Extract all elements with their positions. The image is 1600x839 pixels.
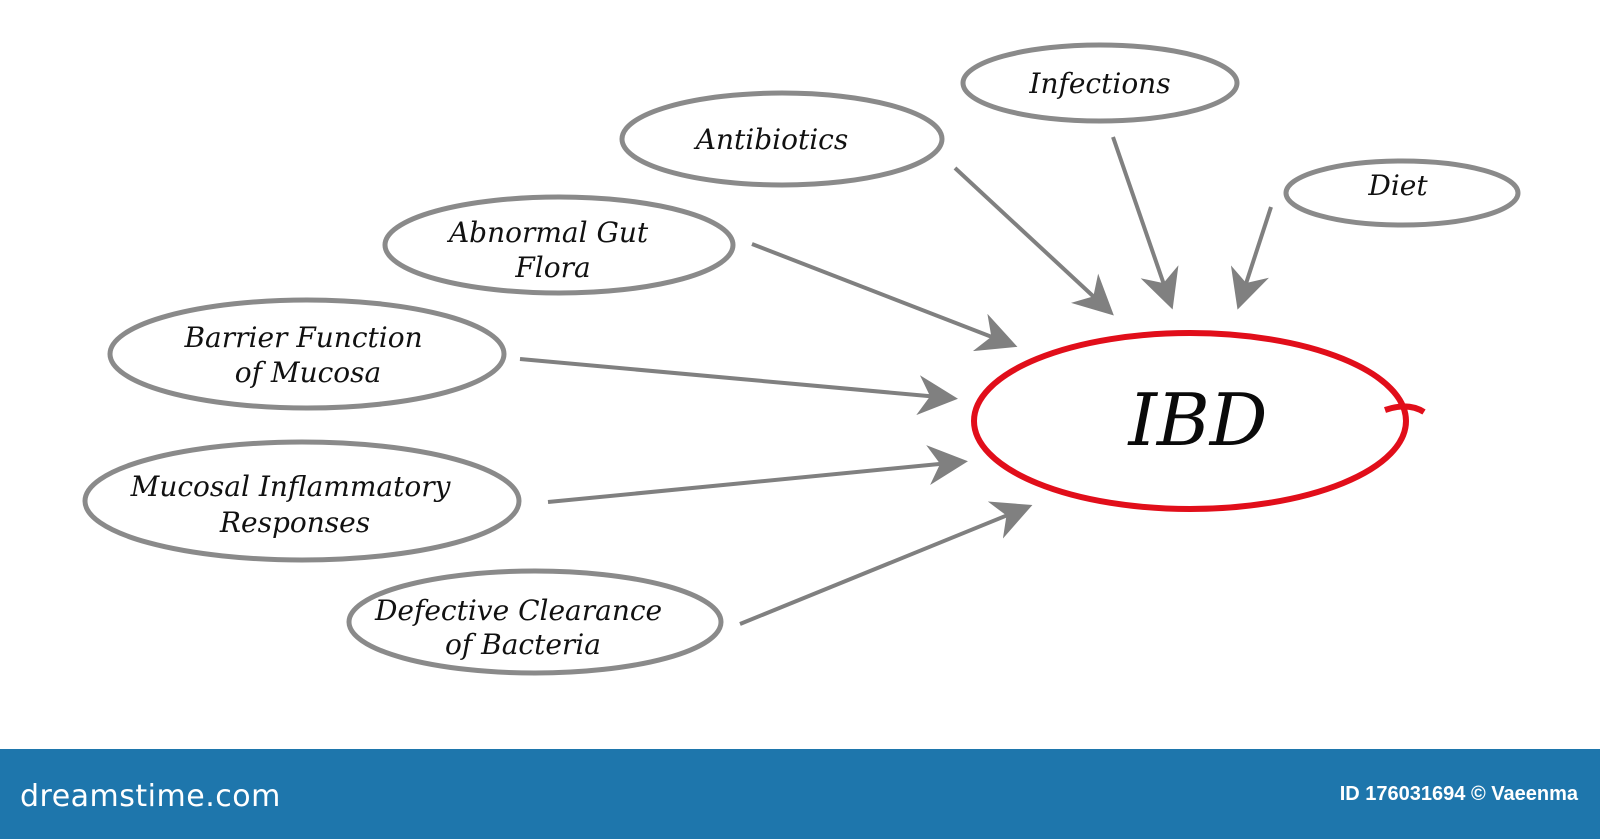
node-defective-clearance	[346, 568, 724, 676]
ibd-diagram: Infections Antibiotics Diet Abnormal Gut…	[82, 42, 1521, 676]
arrow-barrier-function	[519, 357, 958, 416]
ibd-center-label: IBD	[1126, 378, 1267, 462]
node-antibiotics	[619, 90, 945, 188]
arrow-infections	[1111, 136, 1179, 310]
arrow-defective-clearance	[739, 501, 1033, 626]
label-defective-clearance: Defective Clearance of Bacteria	[374, 594, 671, 661]
cause-nodes	[82, 42, 1521, 676]
arrow-mucosal-inflammatory	[547, 445, 968, 504]
footer-bar: dreamstime.com ID 176031694 © Vaeenma	[0, 749, 1600, 839]
node-abnormal-gut-flora	[382, 194, 736, 296]
arrows	[519, 136, 1273, 626]
arrow-abnormal-gut-flora	[751, 242, 1018, 352]
label-diet: Diet	[1367, 169, 1428, 202]
arrow-antibiotics	[953, 166, 1114, 316]
label-barrier-function: Barrier Function of Mucosa	[183, 321, 431, 389]
footer-brand[interactable]: dreamstime.com	[20, 779, 281, 814]
label-mucosal-inflammatory: Mucosal Inflammatory Responses	[130, 470, 460, 539]
ibd-ellipse-flourish	[1384, 403, 1426, 415]
node-diet	[1283, 158, 1521, 228]
arrow-diet	[1230, 206, 1273, 310]
label-antibiotics: Antibiotics	[693, 123, 848, 156]
node-barrier-function	[107, 297, 507, 411]
ibd-center-ellipse	[971, 330, 1409, 512]
label-infections: Infections	[1028, 67, 1170, 100]
node-mucosal-inflammatory	[82, 439, 522, 563]
node-infections	[960, 42, 1240, 124]
footer-credit: ID 176031694 © Vaeenma	[1339, 783, 1578, 805]
label-abnormal-gut-flora: Abnormal Gut Flora	[446, 216, 657, 284]
